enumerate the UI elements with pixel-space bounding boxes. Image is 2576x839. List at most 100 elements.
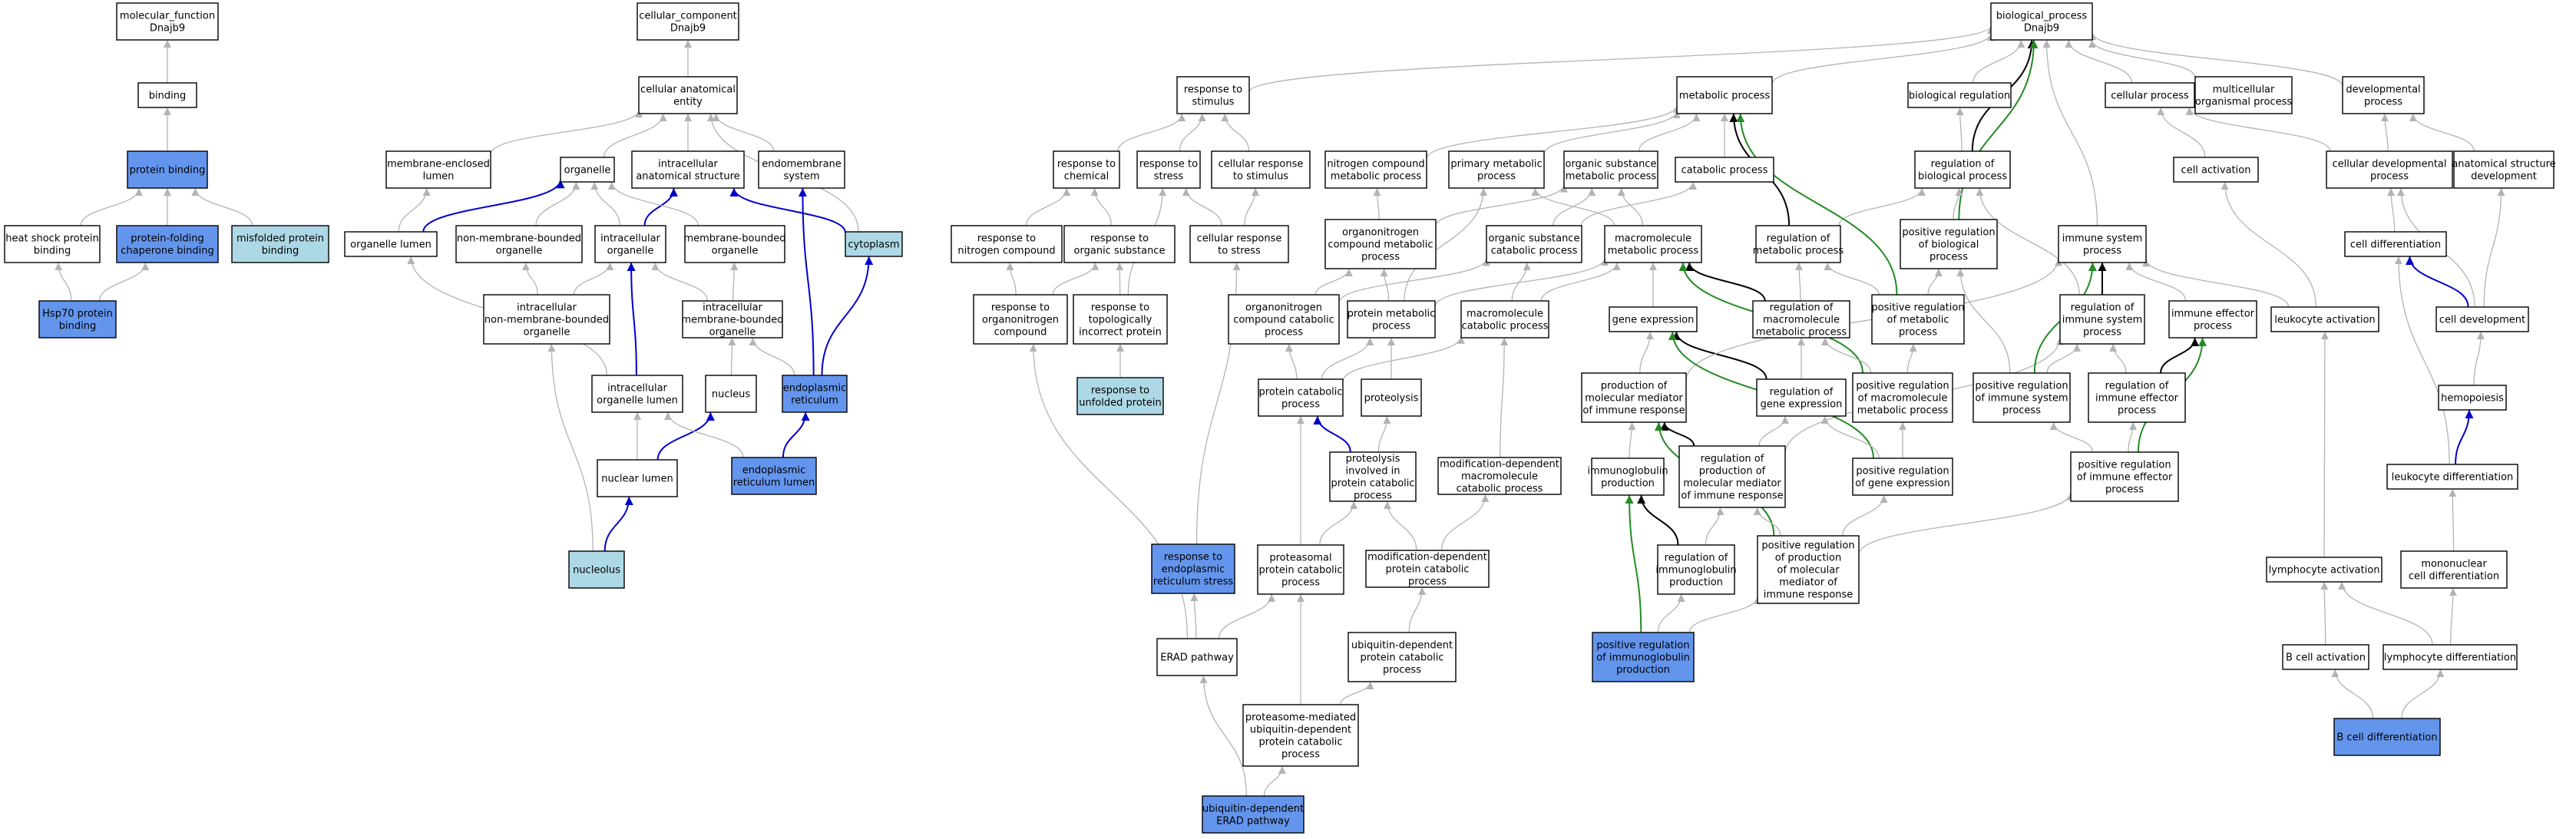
node-ic-nmbo[interactable]: intracellularnon-membrane-boundedorganel… [483, 294, 610, 345]
node-cytoplasm[interactable]: cytoplasm [845, 231, 903, 257]
node-bcell-diff[interactable]: B cell differentiation [2333, 718, 2441, 756]
node-proteolysis[interactable]: proteolysis [1361, 378, 1422, 417]
node-lympho-act[interactable]: lymphocyte activation [2266, 557, 2383, 583]
node-hemopoiesis[interactable]: hemopoiesis [2438, 385, 2507, 411]
edge-leuko_diff-to-cell_diff [2394, 256, 2450, 465]
node-cell-dev[interactable]: cell development [2435, 306, 2529, 332]
node-nuc-lumen[interactable]: nuclear lumen [597, 459, 678, 497]
node-prot-med-ubiq[interactable]: proteasome-mediatedubiquitin-dependentpr… [1242, 704, 1359, 767]
node-label-line: binding [34, 246, 71, 257]
node-gene-expr[interactable]: gene expression [1609, 306, 1698, 332]
node-catabolic[interactable]: catabolic process [1675, 157, 1774, 183]
node-nucleus[interactable]: nucleus [705, 375, 757, 413]
node-leuko-diff[interactable]: leukocyte differentiation [2386, 464, 2518, 490]
node-nucleolus[interactable]: nucleolus [568, 550, 625, 589]
node-protein-binding[interactable]: protein binding [127, 150, 208, 189]
node-org-lumen[interactable]: organelle lumen [344, 231, 438, 257]
node-bio-reg[interactable]: biological regulation [1907, 82, 2012, 108]
node-cell-activation[interactable]: cell activation [2173, 157, 2259, 183]
node-lympho-diff[interactable]: lymphocyte differentiation [2383, 644, 2518, 670]
node-metabolic[interactable]: metabolic process [1676, 76, 1773, 114]
node-organelle[interactable]: organelle [560, 157, 615, 183]
node-binding[interactable]: binding [137, 82, 197, 108]
edge-protein_cat-to-macro_cat [1342, 335, 1465, 382]
node-cellular-proc[interactable]: cellular process [2105, 82, 2195, 108]
node-bcell-act[interactable]: B cell activation [2282, 644, 2369, 670]
node-mod-dep-macro-cat[interactable]: modification-dependentmacromoleculecatab… [1437, 457, 1562, 495]
node-erad[interactable]: ERAD pathway [1156, 638, 1238, 676]
node-leuko-act[interactable]: leukocyte activation [2270, 306, 2379, 332]
node-cell-diff[interactable]: cell differentiation [2344, 231, 2447, 257]
